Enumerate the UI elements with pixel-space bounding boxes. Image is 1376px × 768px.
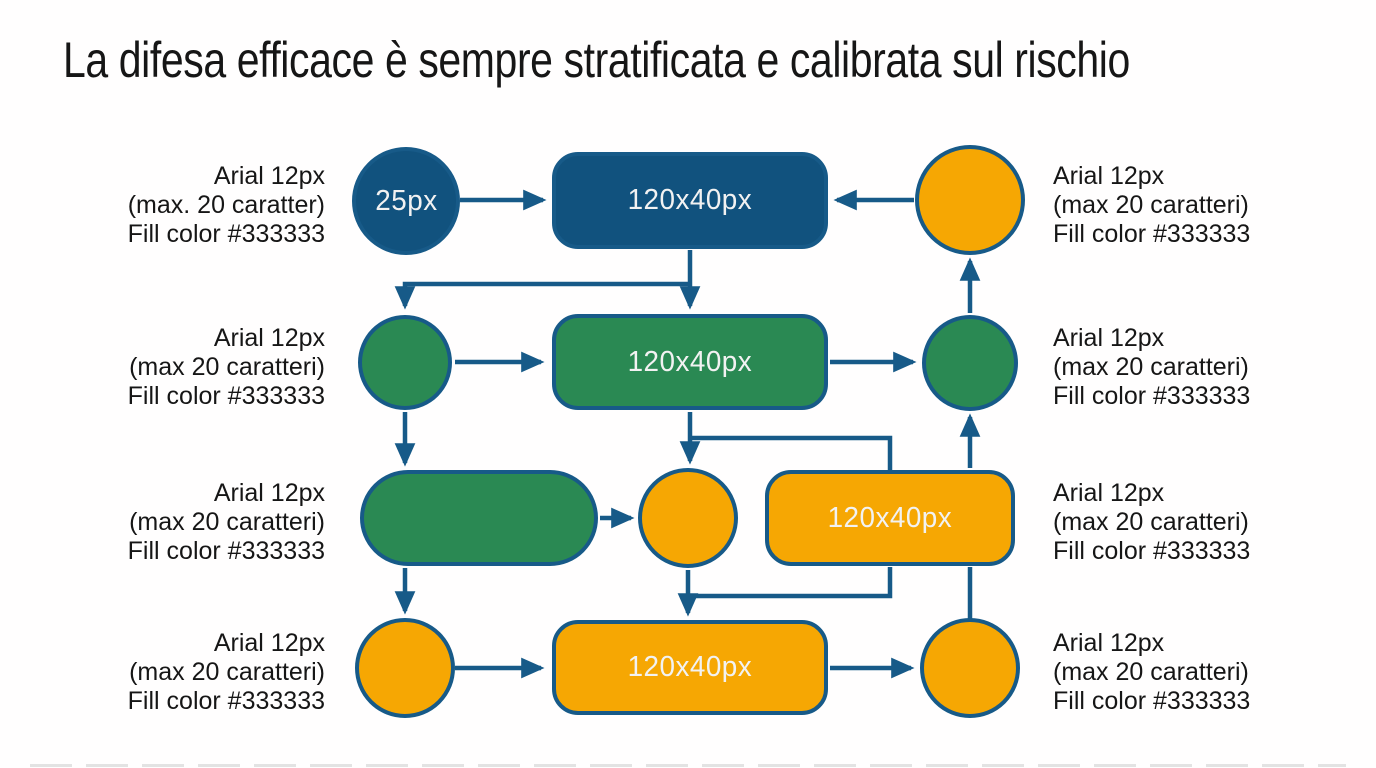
annotation-right-row2: Arial 12px (max 20 caratteri) Fill color… — [1053, 324, 1363, 411]
annotation-line: Arial 12px — [213, 162, 325, 190]
node-circle-green-right — [922, 315, 1018, 411]
cropped-bottom-row-edge — [30, 764, 1346, 767]
annotation-line: (max 20 caratteri) — [1053, 508, 1249, 536]
connector-bluerect-greencircle-left — [394, 281, 690, 310]
annotation-right-row3: Arial 12px (max 20 caratteri) Fill color… — [1053, 479, 1363, 566]
node-circle-orange-bottom-right — [920, 618, 1020, 718]
annotation-line: (max 20 caratteri) — [129, 508, 325, 536]
node-label: 120x40px — [827, 501, 953, 534]
node-circle-green-left — [358, 315, 452, 410]
annotation-line: (max 20 caratteri) — [1053, 191, 1249, 219]
annotation-line: (max 20 caratteri) — [129, 658, 325, 686]
node-circle-blue: 25px — [352, 147, 460, 255]
annotation-line: Arial 12px — [1053, 629, 1165, 657]
annotation-line: Arial 12px — [1053, 162, 1165, 190]
node-pill-green — [360, 470, 598, 566]
annotation-line: Arial 12px — [1053, 479, 1165, 507]
annotation-right-row1: Arial 12px (max 20 caratteri) Fill color… — [1053, 162, 1363, 249]
annotation-line: Arial 12px — [213, 324, 325, 352]
annotation-line: (max 20 caratteri) — [1053, 658, 1249, 686]
annotation-line: (max 20 caratteri) — [129, 353, 325, 381]
annotation-line: (max 20 caratteri) — [1053, 353, 1249, 381]
annotation-line: Arial 12px — [213, 629, 325, 657]
annotation-line: Fill color #333333 — [1053, 687, 1251, 715]
node-label: 120x40px — [627, 345, 753, 378]
annotation-line: Fill color #333333 — [1053, 220, 1251, 248]
annotation-left-row3: Arial 12px (max 20 caratteri) Fill color… — [40, 479, 325, 566]
annotation-line: Fill color #333333 — [1053, 537, 1251, 565]
node-rect-orange-mid: 120x40px — [765, 470, 1015, 566]
annotation-line: Fill color #333333 — [127, 382, 325, 410]
annotation-left-row1: Arial 12px (max. 20 caratter) Fill color… — [40, 162, 325, 249]
connector-orangerect-mid-junction — [688, 567, 893, 599]
node-label: 120x40px — [627, 651, 753, 683]
annotation-line: Arial 12px — [213, 479, 325, 507]
node-rect-green: 120x40px — [552, 314, 828, 410]
node-circle-orange-mid — [638, 468, 738, 568]
annotation-line: (max. 20 caratter) — [127, 191, 325, 219]
node-rect-orange-bottom: 120x40px — [552, 620, 828, 715]
node-circle-orange-bottom-left — [355, 618, 455, 718]
annotation-line: Fill color #333333 — [127, 220, 325, 248]
node-circle-orange-top-right — [915, 145, 1025, 255]
annotation-line: Arial 12px — [1053, 324, 1165, 352]
annotation-left-row4: Arial 12px (max 20 caratteri) Fill color… — [40, 629, 325, 716]
annotation-left-row2: Arial 12px (max 20 caratteri) Fill color… — [40, 324, 325, 411]
node-rect-blue: 120x40px — [552, 152, 828, 249]
annotation-line: Fill color #333333 — [1053, 382, 1251, 410]
annotation-right-row4: Arial 12px (max 20 caratteri) Fill color… — [1053, 629, 1363, 716]
slide-title: La difesa efficace è sempre stratificata… — [63, 32, 1130, 88]
connector-greenrect-orangerect-mid — [690, 435, 893, 474]
node-label: 25px — [374, 184, 438, 217]
annotation-line: Fill color #333333 — [127, 537, 325, 565]
node-label: 120x40px — [627, 184, 753, 216]
annotation-line: Fill color #333333 — [127, 687, 325, 715]
